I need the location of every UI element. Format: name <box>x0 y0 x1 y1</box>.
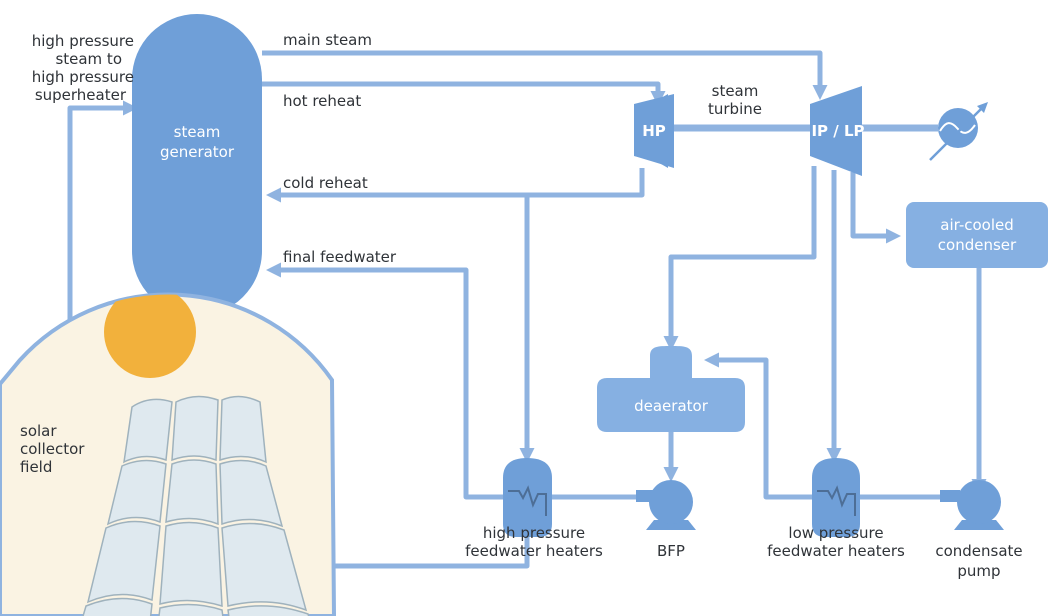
hot-reheat-pipe <box>262 81 666 106</box>
bfp-pump-icon <box>636 480 696 530</box>
steam-generator-label-1: steam <box>174 123 221 141</box>
solar-field-label-1: solar <box>20 422 57 440</box>
final-feedwater-pipe <box>266 262 503 500</box>
condensate-pump-icon <box>940 480 1004 530</box>
parabolic-trough-icon <box>74 395 318 616</box>
main-steam-label: main steam <box>283 31 372 49</box>
lp-feedwater-heater <box>812 458 860 537</box>
solar-to-generator-pipe <box>67 100 138 368</box>
sun-icon <box>104 294 196 378</box>
iplp-turbine: IP / LP <box>810 86 865 176</box>
solar-collector-field <box>0 292 337 616</box>
hp-feedwater-heater <box>503 458 552 537</box>
lp-heaters-label-2: feedwater heaters <box>767 542 905 560</box>
hp-heater-coil-icon <box>508 485 547 516</box>
steam-turbine-label-2: turbine <box>708 100 762 118</box>
lp-heater-coil-icon <box>817 485 856 516</box>
exhaust-to-condenser-pipe <box>850 172 901 244</box>
hp-steam-label-4: superheater <box>35 86 127 104</box>
iplp-turbine-label: IP / LP <box>811 122 864 140</box>
cold-reheat-label: cold reheat <box>283 174 368 192</box>
steam-generator: steam generator <box>132 14 262 316</box>
solar-field-label-3: field <box>20 458 52 476</box>
hp-steam-label-1: high pressure <box>32 32 134 50</box>
lp-heaters-label-1: low pressure <box>788 524 883 542</box>
solar-field-label-2: collector <box>20 440 85 458</box>
cold-reheat-pipe <box>266 168 645 203</box>
labels: high pressure steam to high pressure sup… <box>20 31 1023 580</box>
hp-turbine-label: HP <box>642 122 666 140</box>
deaerator: deaerator <box>597 346 745 432</box>
generator-symbol-icon <box>929 102 988 161</box>
hp-steam-label-2: steam to <box>55 50 122 68</box>
hp-heater-drain-pipe <box>320 537 530 569</box>
hp-turbine: HP <box>634 94 674 168</box>
steam-turbine-label-1: steam <box>712 82 759 100</box>
air-cooled-condenser: air-cooled condenser <box>906 202 1048 268</box>
condenser-label-2: condenser <box>938 236 1017 254</box>
pipes <box>67 50 987 569</box>
hot-reheat-label: hot reheat <box>283 92 361 110</box>
final-feedwater-label: final feedwater <box>283 248 397 266</box>
lp-heater-to-deaerator-pipe <box>704 352 812 500</box>
bfp-label: BFP <box>657 542 685 560</box>
hp-heaters-label-1: high pressure <box>483 524 585 542</box>
steam-generator-label-2: generator <box>160 143 235 161</box>
main-steam-pipe <box>262 50 828 100</box>
ip-bleed-deaerator-pipe <box>663 166 817 351</box>
condensate-pump-label-2: pump <box>957 562 1000 580</box>
deaerator-label: deaerator <box>634 397 709 415</box>
hp-heaters-label-2: feedwater heaters <box>465 542 603 560</box>
hp-steam-label-3: high pressure <box>32 68 134 86</box>
condenser-label-1: air-cooled <box>940 216 1014 234</box>
condensate-pump-label-1: condensate <box>935 542 1022 560</box>
